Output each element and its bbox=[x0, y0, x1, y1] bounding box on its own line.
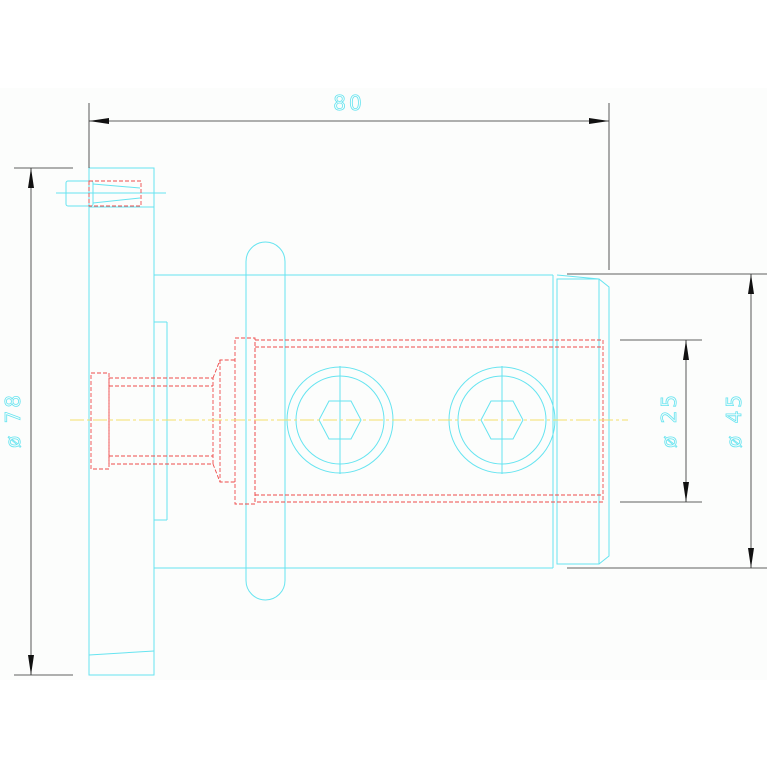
hidden-inner-bore bbox=[108, 377, 214, 465]
arrow-top bbox=[748, 274, 754, 294]
flange-bolt bbox=[56, 180, 166, 207]
dimension-body-diameter: ø 45 bbox=[567, 273, 767, 569]
dimension-label-length: 80 bbox=[333, 91, 364, 115]
hidden-shaft-bore bbox=[254, 339, 604, 503]
flange-outline bbox=[88, 167, 155, 676]
bolt-hole-hidden bbox=[88, 180, 142, 207]
arrow-bottom bbox=[748, 548, 754, 568]
end-cap-chamfer bbox=[598, 278, 610, 565]
arrow-bottom bbox=[28, 655, 34, 675]
arrow-right bbox=[589, 118, 609, 124]
dimension-length: 80 bbox=[88, 91, 610, 270]
arrow-top bbox=[683, 340, 689, 360]
hidden-features bbox=[90, 337, 604, 505]
arrow-top bbox=[28, 168, 34, 188]
locking-ring-slot bbox=[245, 241, 286, 601]
arrow-left bbox=[89, 118, 109, 124]
dimension-label-shaft-diameter: ø 25 bbox=[657, 392, 681, 448]
end-cap-top-joint bbox=[556, 274, 600, 280]
mounting-flange bbox=[88, 167, 168, 676]
dimension-outer-diameter: ø 78 bbox=[1, 167, 73, 676]
dimension-shaft-diameter: ø 25 bbox=[620, 339, 702, 503]
drawing-sheet bbox=[0, 88, 767, 680]
main-body bbox=[154, 274, 610, 569]
dimension-label-outer-diameter: ø 78 bbox=[1, 392, 25, 448]
dimension-label-body-diameter: ø 45 bbox=[722, 392, 746, 448]
bolt-thread-bottom bbox=[92, 197, 141, 204]
bolt-thread-top bbox=[92, 183, 141, 189]
end-cap bbox=[556, 278, 600, 565]
arrow-bottom bbox=[683, 482, 689, 502]
flange-bottom-chamfer bbox=[88, 650, 155, 656]
